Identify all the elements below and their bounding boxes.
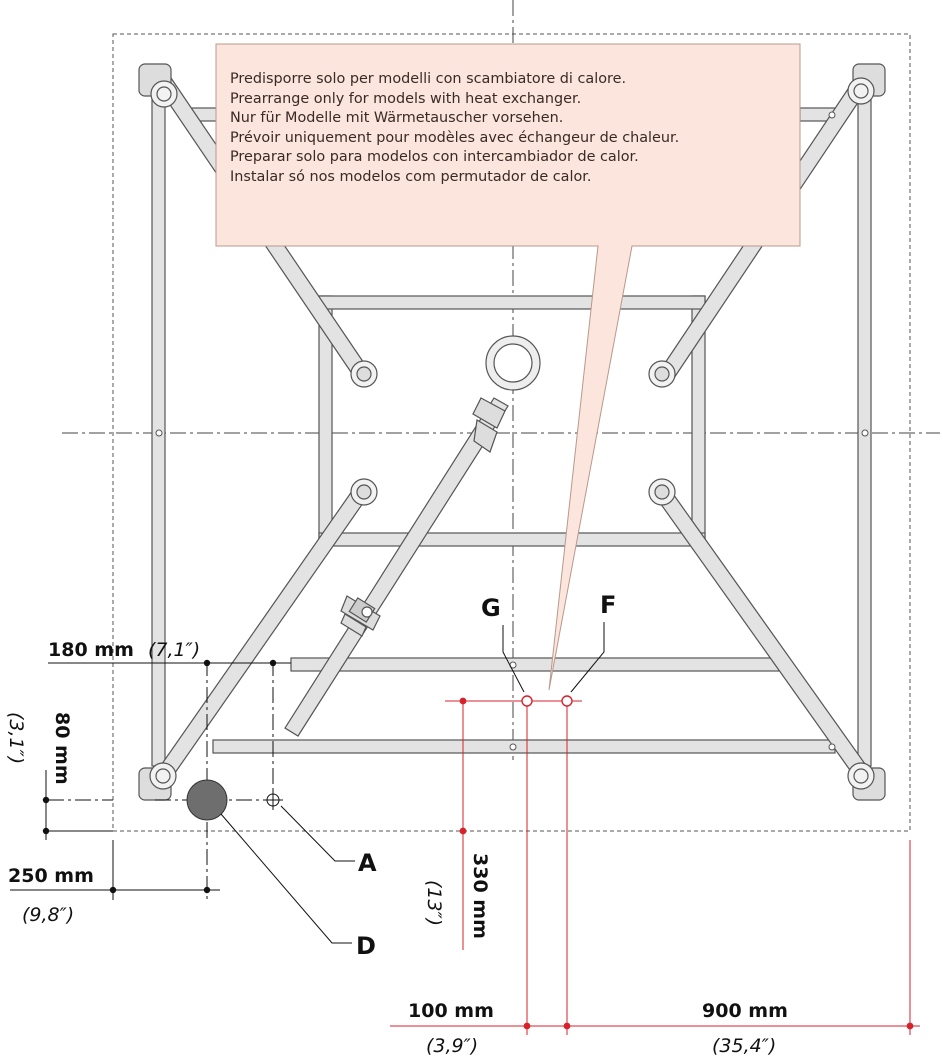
point-a-fitting [263, 790, 355, 862]
dim-180-inch: (7,1″) [148, 639, 200, 661]
dim-900-value: 900 mm [702, 1000, 788, 1022]
foot-bottom-left [138, 762, 177, 801]
inner-feet [350, 360, 676, 506]
foot-top-right [847, 63, 886, 105]
dim-80-value: 80 mm [51, 712, 73, 785]
point-f-connection [561, 695, 573, 707]
dim-250-value: 250 mm [8, 865, 94, 887]
dim-900-inch: (35,4″) [712, 1035, 776, 1057]
corner-feet [138, 63, 886, 801]
footprint-outline [112, 33, 911, 832]
dimension-lines-red [390, 700, 920, 1035]
dim-100-inch: (3,9″) [426, 1035, 478, 1057]
dim-80-inch: (3,1″) [5, 712, 27, 764]
label-a: A [358, 849, 377, 877]
valve-icon [340, 595, 381, 637]
dim-250-inch: (9,8″) [22, 904, 74, 926]
note-balloon [215, 43, 801, 691]
label-d: D [356, 932, 376, 960]
frame-holes [155, 111, 869, 751]
point-d-drain [186, 779, 352, 944]
dim-330-inch: (13″) [423, 880, 445, 926]
dim-180-value: 180 mm [48, 639, 134, 661]
label-f: F [600, 591, 616, 619]
dim-330-value: 330 mm [469, 853, 491, 939]
label-g: G [481, 594, 501, 622]
dim-100-value: 100 mm [408, 1000, 494, 1022]
inner-frame [318, 295, 706, 547]
drain-pipe [284, 335, 541, 737]
foot-top-left [138, 63, 178, 108]
gf-leaders [502, 622, 605, 693]
red-markers [459, 697, 914, 1030]
point-g-connection [521, 695, 533, 707]
foot-bottom-right [847, 762, 886, 801]
dimension-dots-black [42, 659, 277, 894]
g-f-connections [521, 695, 573, 707]
